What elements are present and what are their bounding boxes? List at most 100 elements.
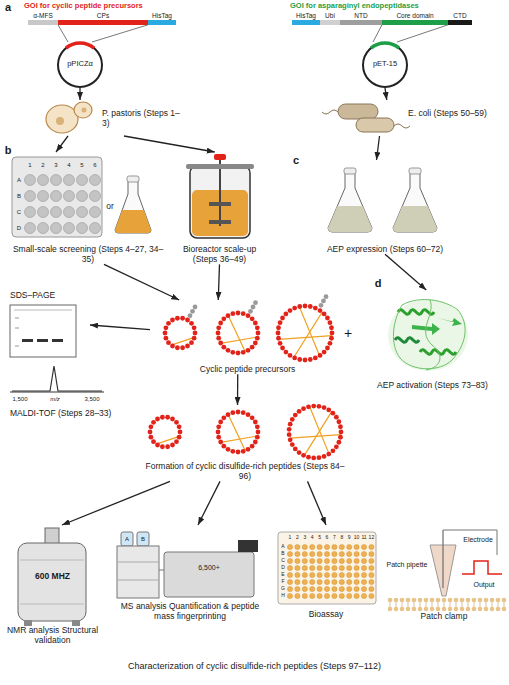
characterization-stage: MS analysis Quantification & peptide mas… bbox=[110, 525, 270, 621]
peptide-ring bbox=[236, 311, 241, 316]
patch-clamp bbox=[442, 530, 443, 588]
culture-flask bbox=[127, 176, 139, 182]
peptide-ring bbox=[180, 316, 185, 321]
peptide-ring bbox=[313, 306, 318, 311]
process-stage: Bioreactor scale-up (Steps 36–49) bbox=[172, 152, 267, 264]
well-plate bbox=[64, 223, 75, 234]
yeast-cell bbox=[46, 105, 78, 133]
yeast-cell bbox=[46, 102, 92, 133]
part-label: Patch pipette bbox=[386, 561, 428, 569]
segment-label: HisTag bbox=[148, 12, 176, 20]
peptide-ring bbox=[226, 313, 231, 318]
well-column-label: 6 bbox=[326, 535, 329, 541]
patch-clamp bbox=[462, 561, 502, 574]
assay-plate bbox=[310, 586, 315, 591]
peptide-ring bbox=[193, 305, 198, 310]
flow-arrow bbox=[79, 88, 80, 100]
peptide-ring bbox=[185, 318, 190, 323]
bioreactor bbox=[219, 166, 221, 226]
assay-plate bbox=[295, 586, 300, 591]
node-text: GOI for asparaginyl endopeptidases bbox=[290, 1, 480, 10]
peptide-ring bbox=[189, 340, 194, 345]
panel-letter: c bbox=[293, 154, 299, 167]
node-text: pPICZα bbox=[56, 59, 104, 68]
node-text: Patch clamp bbox=[385, 611, 503, 621]
flow-arrow bbox=[377, 136, 380, 160]
assay-plate bbox=[324, 558, 329, 563]
construct-segment: HisTag bbox=[292, 12, 320, 25]
assay-plate bbox=[369, 572, 374, 577]
part-label: Output bbox=[473, 581, 494, 589]
patch-clamp bbox=[496, 607, 501, 612]
well-column-label: 1 bbox=[28, 162, 31, 169]
segment-label: HisTag bbox=[292, 12, 320, 20]
assay-plate bbox=[332, 544, 337, 549]
bacterium-cell bbox=[356, 118, 394, 132]
patch-clamp bbox=[460, 607, 465, 612]
peptide-ring bbox=[216, 331, 221, 336]
peptide-ring bbox=[160, 444, 165, 449]
lc-ms-instrument bbox=[117, 562, 159, 563]
peptide-ring bbox=[304, 412, 331, 456]
patch-clamp bbox=[400, 598, 405, 603]
peptide-ring bbox=[221, 444, 226, 449]
node-text: Cyclic peptide precursors bbox=[150, 364, 345, 374]
patch-clamp bbox=[424, 598, 429, 603]
enzyme-structure bbox=[393, 300, 465, 369]
construct-segment: CPs bbox=[58, 12, 148, 25]
peptide-ring bbox=[288, 308, 293, 313]
peptide-ring bbox=[246, 412, 251, 417]
well-plate bbox=[25, 207, 36, 218]
peptide-ring bbox=[165, 415, 170, 420]
peptide-ring bbox=[322, 312, 327, 317]
assay-plate bbox=[287, 544, 292, 549]
enzyme-structure bbox=[426, 300, 440, 370]
assay-plate bbox=[354, 593, 359, 598]
assay-plate bbox=[361, 586, 366, 591]
peptide-ring bbox=[288, 437, 293, 442]
lc-ms-instrument bbox=[121, 532, 133, 546]
peptide-ring bbox=[250, 345, 255, 350]
assay-plate bbox=[347, 579, 352, 584]
patch-clamp bbox=[418, 607, 423, 612]
well-row-label: F bbox=[281, 579, 284, 585]
culture-flask bbox=[115, 210, 151, 233]
insertion-line bbox=[373, 25, 382, 42]
bottle-label: B bbox=[141, 536, 145, 543]
patch-clamp bbox=[442, 598, 447, 603]
well-column-label: 12 bbox=[369, 535, 375, 541]
peptide-ring bbox=[319, 303, 324, 308]
bacterium-cell bbox=[322, 104, 410, 132]
assay-plate bbox=[361, 544, 366, 549]
culture-flask bbox=[115, 176, 151, 233]
peptide-ring bbox=[287, 427, 292, 432]
patch-clamp bbox=[454, 607, 459, 612]
expression-flask bbox=[328, 206, 372, 232]
well-column-label: 2 bbox=[41, 162, 44, 169]
peptide-ring bbox=[241, 311, 246, 316]
peptide-ring bbox=[290, 417, 295, 422]
peptide-ring bbox=[216, 336, 221, 341]
assay-plate bbox=[332, 586, 337, 591]
gel bbox=[14, 310, 72, 311]
assay-plate bbox=[369, 586, 374, 591]
construct-segment: HisTag bbox=[148, 12, 176, 25]
peptide-ring bbox=[255, 424, 260, 429]
peptide-ring bbox=[228, 316, 245, 352]
gel bbox=[52, 339, 63, 342]
assay-plate bbox=[302, 565, 307, 570]
assay-plate bbox=[287, 565, 292, 570]
peptide-ring bbox=[251, 305, 256, 310]
peptide-ring bbox=[313, 356, 318, 361]
peptide-ring bbox=[155, 443, 160, 448]
assay-plate bbox=[310, 551, 315, 556]
peptide-ring bbox=[188, 313, 193, 318]
gene-construct: GOI for cyclic peptide precursorsα-MFSCP… bbox=[24, 1, 184, 27]
node-text: pET-15 bbox=[361, 59, 409, 68]
mass-spectrum bbox=[10, 366, 104, 392]
assay-plate bbox=[302, 551, 307, 556]
peptide-ring bbox=[317, 455, 322, 460]
peptide-ring bbox=[216, 435, 221, 440]
well-plate bbox=[90, 207, 101, 218]
panel-letter: d bbox=[375, 277, 382, 290]
